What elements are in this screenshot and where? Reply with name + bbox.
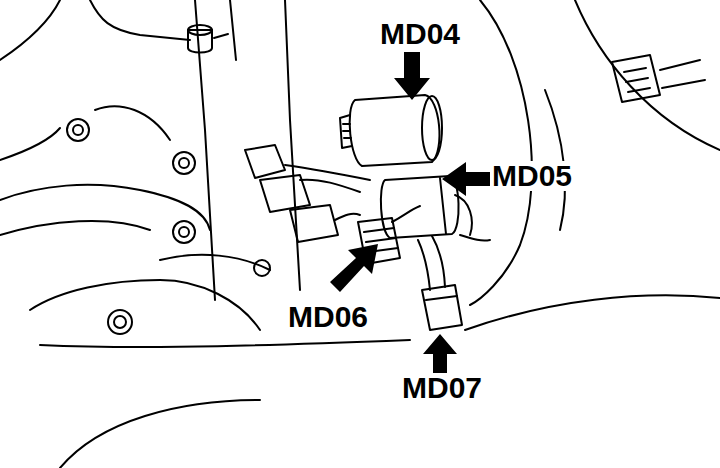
line-art bbox=[179, 158, 189, 168]
arrow-head bbox=[394, 52, 430, 100]
line-art bbox=[188, 25, 212, 35]
bracket-casting bbox=[0, 0, 300, 330]
line-art bbox=[340, 115, 352, 148]
line-art bbox=[173, 152, 195, 174]
line-art bbox=[0, 221, 150, 235]
line-art bbox=[290, 205, 338, 242]
callout-label: MD05 bbox=[490, 161, 574, 191]
line-art bbox=[545, 90, 565, 230]
line-art bbox=[470, 0, 532, 305]
line-art bbox=[73, 125, 83, 135]
callout-label: MD07 bbox=[400, 373, 484, 403]
line-art bbox=[285, 0, 300, 290]
line-art bbox=[67, 119, 89, 141]
floor-panel bbox=[40, 0, 720, 468]
callout-label: MD06 bbox=[286, 302, 370, 332]
arrow-head bbox=[330, 244, 378, 292]
line-art bbox=[285, 165, 370, 180]
line-art bbox=[465, 295, 720, 330]
line-art bbox=[440, 178, 446, 234]
arrow-head bbox=[442, 162, 490, 196]
line-art bbox=[422, 285, 462, 330]
line-art bbox=[108, 310, 132, 334]
line-art bbox=[460, 235, 490, 241]
line-art bbox=[230, 0, 236, 60]
connector-md04 bbox=[340, 95, 442, 166]
line-art bbox=[612, 55, 660, 102]
line-art bbox=[90, 0, 190, 40]
line-art bbox=[40, 340, 410, 347]
line-art bbox=[0, 0, 60, 60]
line-art bbox=[335, 214, 360, 220]
line-art bbox=[624, 68, 650, 92]
arrow-head bbox=[423, 334, 457, 374]
line-art bbox=[173, 221, 195, 243]
line-art bbox=[455, 195, 472, 235]
line-art bbox=[30, 280, 260, 330]
line-art bbox=[422, 96, 442, 160]
left-connector-cluster bbox=[245, 145, 370, 242]
line-art bbox=[214, 34, 228, 38]
bolt bbox=[67, 25, 270, 334]
line-art bbox=[418, 236, 445, 290]
line-art bbox=[426, 296, 457, 300]
small-connector bbox=[612, 55, 705, 102]
line-art bbox=[95, 106, 170, 140]
connector-md07 bbox=[418, 236, 462, 330]
line-art bbox=[660, 60, 705, 88]
line-art bbox=[114, 316, 126, 328]
callout-label: MD04 bbox=[378, 19, 462, 49]
line-art bbox=[245, 145, 285, 178]
line-art bbox=[60, 400, 260, 468]
line-art bbox=[300, 180, 360, 192]
line-art bbox=[0, 128, 60, 160]
line-art bbox=[254, 260, 270, 276]
line-art bbox=[179, 227, 189, 237]
line-art bbox=[392, 206, 420, 222]
line-art bbox=[343, 124, 351, 138]
line-art bbox=[575, 0, 720, 150]
